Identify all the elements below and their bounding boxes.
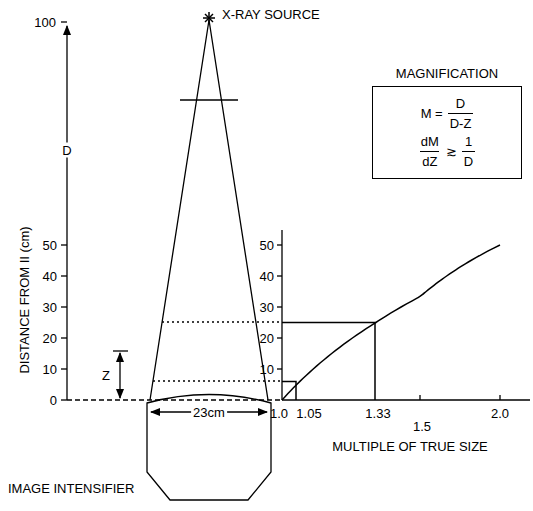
formula-text: D: [454, 96, 467, 111]
axis-tick-label: 50: [43, 239, 57, 252]
graph-y-axis: [281, 230, 282, 400]
formula-text: ≳: [446, 144, 457, 159]
formula-row: M = D D-Z: [383, 96, 511, 131]
fraction: 1D: [462, 134, 475, 169]
axis-tick-label: 2.0: [491, 407, 509, 420]
axis-tick-label: 1.5: [413, 420, 431, 433]
axis-title: DISTANCE FROM II (cm): [18, 226, 31, 373]
axis-tick-label: 1.33: [365, 407, 390, 420]
fraction: D D-Z: [448, 96, 474, 131]
formula-text: D: [462, 151, 475, 169]
baseline: [67, 399, 282, 400]
axis-tick-label: 1.0: [270, 407, 288, 420]
xray-cone: [150, 20, 268, 400]
source-label: X-RAY SOURCE: [222, 8, 320, 21]
axis-tick-label: 100: [34, 16, 56, 29]
projection-line: [162, 321, 282, 322]
axis-tick-label: 40: [43, 270, 57, 283]
axis-tick-label: 50: [260, 239, 274, 252]
axis-tick-label: 10: [260, 363, 274, 376]
fraction: dM dZ: [419, 134, 441, 169]
left-axis-ticks: [61, 22, 67, 400]
formula-text: dM: [419, 134, 441, 149]
dimension-label: Z: [102, 369, 110, 382]
axis-tick-label: 30: [43, 301, 57, 314]
axis-tick-label: 0: [50, 394, 57, 407]
formula-text: D-Z: [448, 113, 474, 131]
axis-tick-label: 30: [260, 301, 274, 314]
axis-tick-label: 10: [43, 363, 57, 376]
axis-tick-label: 40: [260, 270, 274, 283]
formula-frame: M =DD-ZdMdZ≳1D: [372, 86, 522, 179]
formula-heading: MAGNIFICATION: [372, 66, 522, 81]
collimator-line: [180, 99, 238, 100]
dimension-label: 23cm: [191, 405, 227, 420]
part-label: IMAGE INTENSIFIER: [8, 482, 134, 495]
magnification-curve: [282, 245, 500, 400]
graph-x-axis: [282, 399, 530, 400]
formula-box: MAGNIFICATIONM =DD-ZdMdZ≳1D: [372, 66, 522, 179]
z-arrow: [119, 353, 120, 398]
readout-lines: [282, 323, 375, 401]
formula-text: dZ: [420, 151, 439, 169]
d-arrow: [66, 26, 67, 400]
projection-line: [153, 380, 282, 381]
axis-tick-label: 20: [43, 332, 57, 345]
axis-tick-label: 1.05: [296, 407, 321, 420]
graph-ticks: [277, 245, 500, 400]
axis-title: MULTIPLE OF TRUE SIZE: [332, 440, 488, 453]
formula-text: 1: [463, 134, 474, 149]
formula-text: M =: [421, 106, 443, 121]
axis-tick-label: 20: [260, 332, 274, 345]
image-intensifier: [147, 395, 271, 501]
dimension-label: D: [60, 143, 73, 158]
formula-row: dMdZ≳1D: [383, 134, 511, 169]
z-bar: [113, 350, 128, 351]
